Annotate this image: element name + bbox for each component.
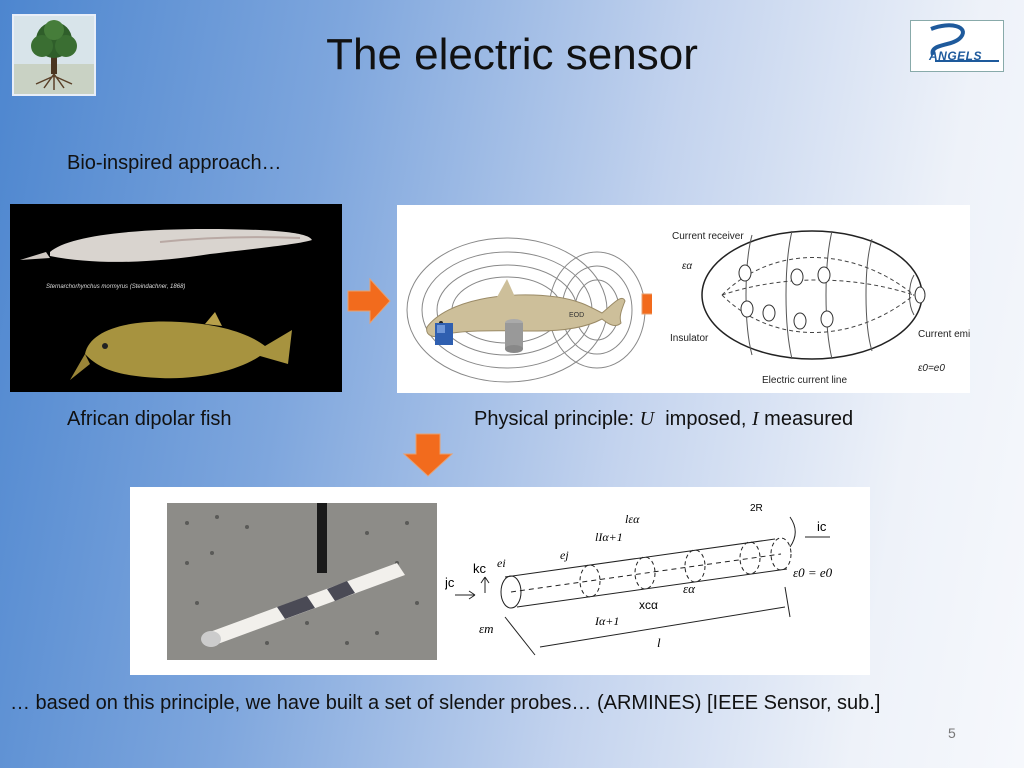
label-l-ia1: lIα+1 xyxy=(595,530,623,544)
principle-imposed: imposed, xyxy=(665,408,747,430)
label-ic: ic xyxy=(817,519,827,534)
electric-current-line-label: Electric current line xyxy=(762,375,847,386)
label-l: l xyxy=(657,635,661,650)
principle-u: U xyxy=(639,408,655,430)
insulator-label: Insulator xyxy=(670,333,709,344)
fish-species-label: Sternarchorhynchus mormyrus (Steindachne… xyxy=(46,284,186,290)
slide-title: The electric sensor xyxy=(326,30,698,79)
eps0-label: ε0=e0 xyxy=(918,363,945,374)
probe-photo xyxy=(167,503,437,660)
label-jc: jc xyxy=(445,575,455,590)
subtitle: Bio-inspired approach… xyxy=(67,152,282,174)
label-kc: kc xyxy=(473,561,487,576)
label-e-alpha: εα xyxy=(683,581,696,596)
eod-label: EOD xyxy=(569,312,584,319)
label-e0: ε0 = e0 xyxy=(793,565,833,580)
label-l-ea: lεα xyxy=(625,512,640,526)
current-emittor-label: Current emittor xyxy=(918,329,970,340)
label-i-a1: Iα+1 xyxy=(594,614,619,628)
field-lines-diagram: EOD xyxy=(397,205,652,393)
angels-logo-text: ANGELS xyxy=(929,49,983,63)
principle-prefix: Physical principle: xyxy=(474,408,635,430)
label-2r: 2R xyxy=(750,503,763,514)
probe-schematic: ei ej lεα lIα+1 2R ic jc kc εα ε0 = e0 x… xyxy=(444,497,865,667)
slide-number: 5 xyxy=(948,725,956,741)
principle-i: I xyxy=(751,408,759,430)
arrow-down-icon xyxy=(402,432,454,483)
physical-principle-caption: Physical principle: U imposed, I measure… xyxy=(474,408,853,431)
arrow-right-icon xyxy=(346,277,392,330)
eps-alpha-label: εα xyxy=(682,261,692,272)
label-ei: ei xyxy=(497,556,506,570)
current-receiver-label: Current receiver xyxy=(672,231,744,242)
bottom-text: … based on this principle, we have built… xyxy=(10,692,881,714)
label-xca: xcα xyxy=(639,598,658,612)
angels-logo: ANGELS xyxy=(910,20,1004,72)
fish-photo: Sternarchorhynchus mormyrus (Steindachne… xyxy=(10,204,342,392)
ellipsoid-sensor-diagram: Current receiver εα Insulator Current em… xyxy=(652,205,985,393)
label-ej: ej xyxy=(560,548,569,562)
label-em: εm xyxy=(479,621,494,636)
fish-caption: African dipolar fish xyxy=(67,408,232,430)
principle-measured: measured xyxy=(764,408,854,430)
tree-logo-icon xyxy=(12,14,96,96)
